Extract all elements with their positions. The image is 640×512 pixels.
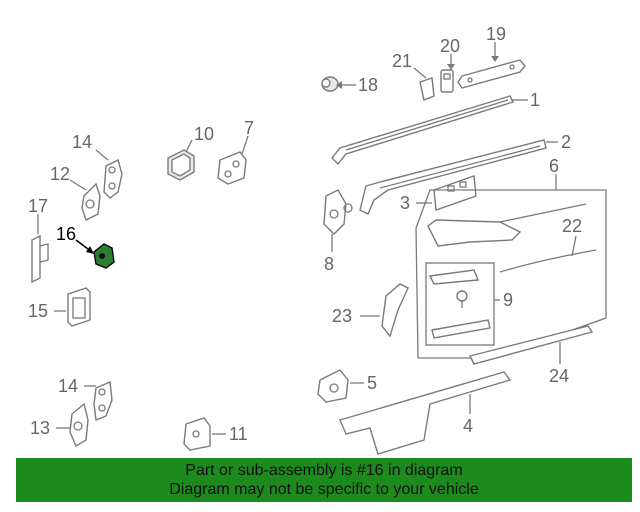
- part-14-lower[interactable]: [84, 380, 113, 421]
- callout-15: 15: [28, 301, 48, 321]
- callout-14b: 14: [58, 376, 78, 396]
- part-12[interactable]: [69, 179, 101, 221]
- part-19[interactable]: [457, 42, 526, 89]
- callout-19: 19: [486, 24, 506, 44]
- callout-11: 11: [229, 424, 248, 444]
- part-20[interactable]: [440, 54, 455, 93]
- callout-20: 20: [440, 36, 460, 56]
- part-4[interactable]: [339, 371, 512, 455]
- info-banner: Part or sub-assembly is #16 in diagram D…: [16, 458, 632, 502]
- part-5[interactable]: [317, 369, 364, 403]
- part-11[interactable]: [183, 417, 226, 451]
- banner-line-2: Diagram may not be specific to your vehi…: [169, 481, 479, 498]
- callout-13: 13: [30, 418, 50, 438]
- callout-8: 8: [324, 254, 334, 274]
- callout-6: 6: [549, 156, 559, 176]
- parts-diagram: 19 20 21 18 1 2 3: [28, 24, 607, 455]
- callout-23: 23: [332, 306, 352, 326]
- callout-5: 5: [367, 373, 377, 393]
- part-17[interactable]: [31, 214, 49, 284]
- callout-4: 4: [463, 416, 473, 436]
- callout-3: 3: [400, 193, 410, 213]
- part-21[interactable]: [413, 67, 435, 101]
- callout-18: 18: [358, 75, 378, 95]
- part-3[interactable]: [416, 175, 477, 211]
- part-15[interactable]: [54, 287, 91, 327]
- callout-10: 10: [194, 124, 214, 144]
- part-8[interactable]: [323, 189, 353, 252]
- callout-14a: 14: [72, 132, 92, 152]
- part-14-upper[interactable]: [95, 149, 123, 199]
- callout-9: 9: [503, 290, 513, 310]
- callout-12: 12: [50, 164, 70, 184]
- callout-21: 21: [392, 51, 412, 71]
- banner-line-1: Part or sub-assembly is #16 in diagram: [185, 462, 463, 479]
- callout-2: 2: [561, 132, 571, 152]
- part-16-highlighted[interactable]: [75, 239, 115, 269]
- callout-22: 22: [562, 216, 582, 236]
- callout-16: 16: [56, 224, 76, 244]
- part-24[interactable]: [468, 325, 594, 365]
- part-7[interactable]: [217, 135, 249, 185]
- callout-17: 17: [28, 196, 48, 216]
- part-10[interactable]: [167, 139, 195, 181]
- part-9-group[interactable]: [425, 262, 500, 346]
- part-6-group[interactable]: [415, 174, 607, 359]
- part-1[interactable]: [331, 95, 528, 166]
- callout-1: 1: [530, 90, 540, 110]
- part-18[interactable]: [321, 76, 356, 92]
- part-2[interactable]: [359, 139, 558, 215]
- part-23[interactable]: [360, 283, 409, 338]
- callout-7: 7: [244, 118, 254, 138]
- callout-24: 24: [549, 366, 569, 386]
- part-13[interactable]: [56, 402, 89, 448]
